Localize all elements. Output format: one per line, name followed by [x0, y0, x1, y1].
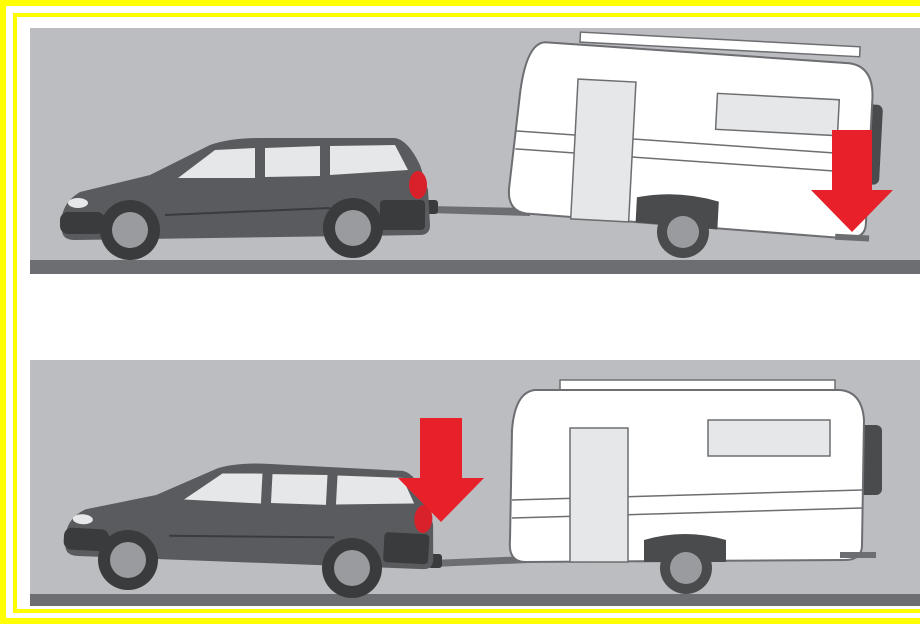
car-rear-hub — [335, 210, 371, 246]
car-headlight — [68, 198, 88, 208]
caravan-bottom — [510, 380, 882, 562]
separator — [30, 274, 920, 360]
caravan-wheel-hub-bottom — [670, 552, 702, 584]
caravan-door — [570, 428, 628, 562]
car-rear-bumper — [380, 200, 425, 230]
caravan-door — [571, 79, 636, 222]
panel-bottom — [30, 360, 920, 606]
road-top — [30, 260, 920, 274]
car-front-hub-bottom — [110, 542, 146, 578]
road-bottom — [30, 594, 920, 606]
caravan-window — [716, 93, 840, 135]
car-front-hub — [112, 212, 148, 248]
caravan-roof-rail — [560, 380, 835, 390]
caravan-window — [708, 420, 830, 456]
car-tail-light — [409, 171, 427, 199]
caravan-rear-step — [840, 552, 876, 558]
car-rear-bumper — [383, 532, 430, 564]
caravan-wheel-hub-top — [667, 216, 699, 248]
car-front-bumper — [60, 212, 105, 234]
car-rear-hub-bottom — [334, 550, 370, 586]
panel-top — [30, 28, 920, 274]
